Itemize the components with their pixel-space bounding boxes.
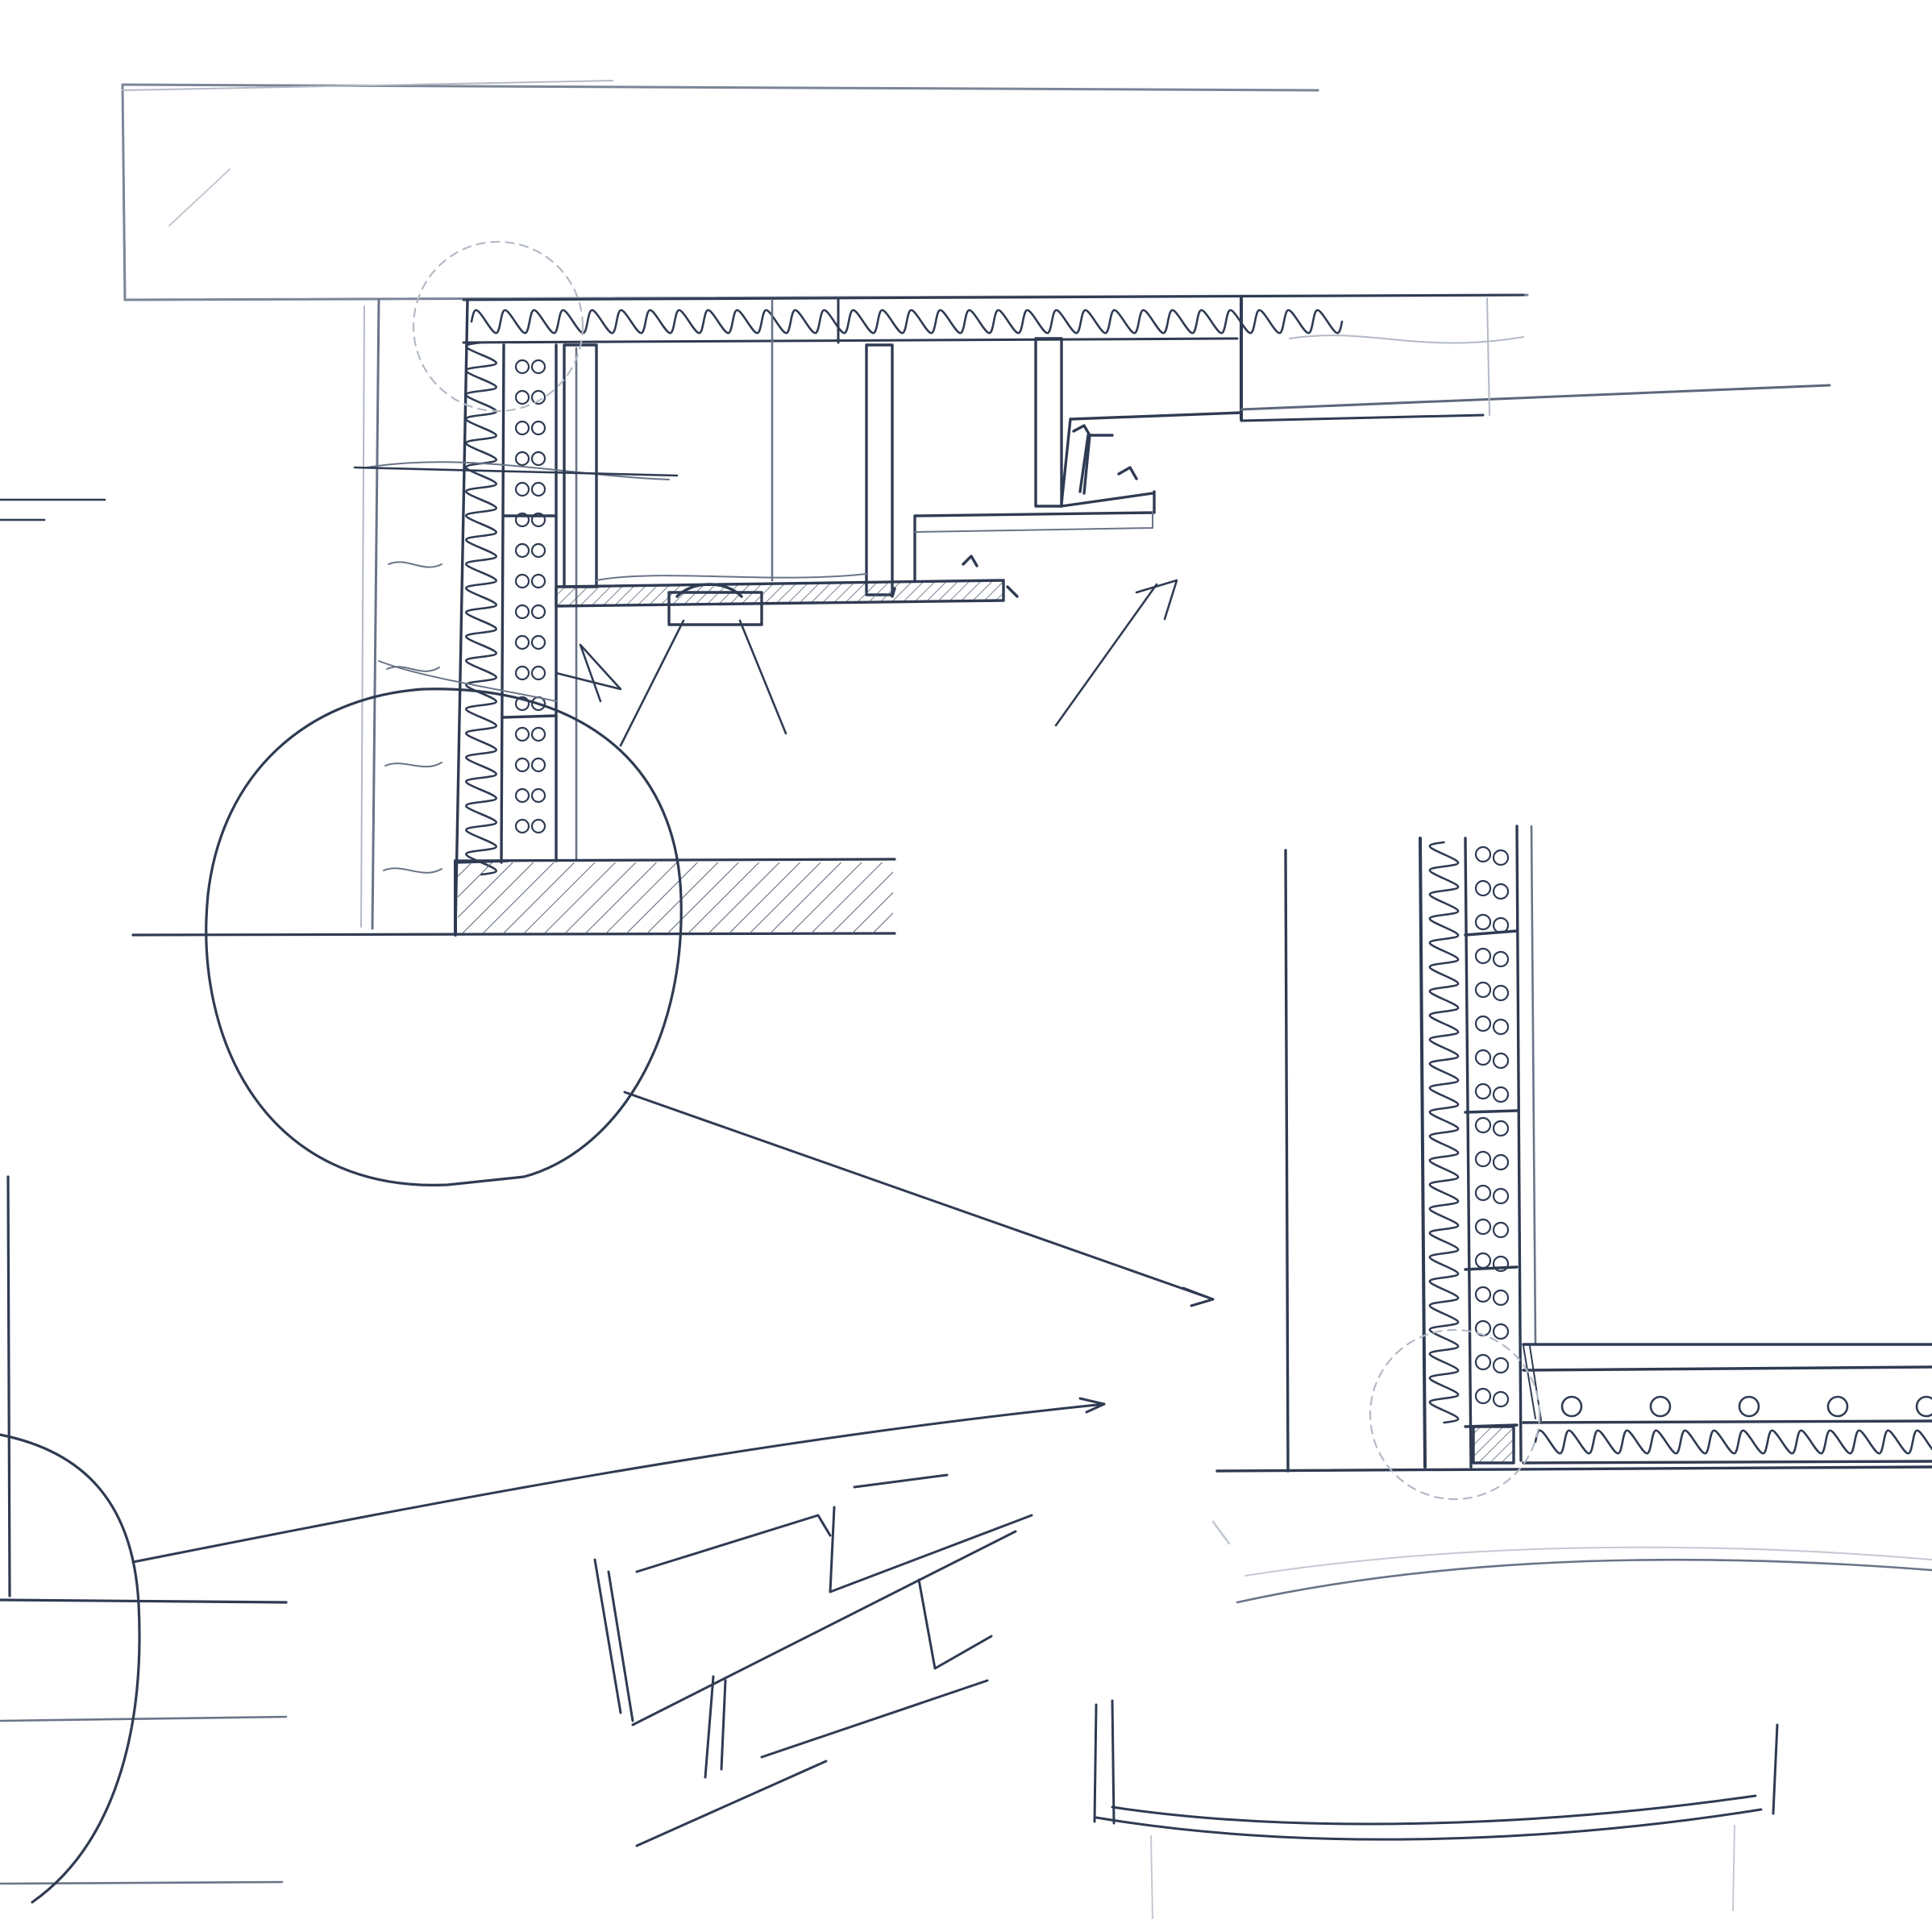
joists	[563, 298, 1063, 596]
aggregate-mark	[1492, 984, 1510, 1002]
aggregate-mark	[530, 359, 546, 375]
aggregate-mark	[530, 604, 546, 620]
aggregate-mark	[1474, 1353, 1492, 1371]
aggregate-mark	[1474, 913, 1492, 931]
aggregate-mark	[1474, 1387, 1492, 1405]
enlargement-circle	[205, 688, 683, 1186]
aggregate-mark	[1474, 947, 1492, 965]
aggregate-mark	[530, 573, 546, 589]
aggregate-mark	[514, 696, 530, 712]
tray-sketch	[1093, 1699, 1779, 1919]
aggregate-mark	[1492, 849, 1510, 866]
aggregate-mark	[1474, 1184, 1492, 1202]
aggregate-mark	[1492, 1187, 1510, 1205]
aggregate-mark	[530, 542, 546, 559]
aggregate-mark	[1492, 1357, 1510, 1374]
aggregate-mark	[514, 542, 530, 559]
aggregate-mark	[1474, 1049, 1492, 1066]
aggregate-mark	[1474, 981, 1492, 999]
aggregate-mark	[514, 665, 530, 681]
aggregate-mark	[1492, 916, 1510, 934]
aggregate-mark	[1492, 883, 1510, 900]
aggregate-mark	[1492, 1052, 1510, 1070]
roof-insulation-layer	[462, 293, 1831, 422]
wall-layers	[360, 298, 670, 930]
aggregate-mark	[1474, 1252, 1492, 1269]
bracket-sketch	[593, 1473, 1033, 1847]
aggregate-mark	[1492, 950, 1510, 968]
aggregate-mark	[1492, 1018, 1510, 1036]
aggregate-mark	[530, 726, 546, 742]
aggregate-mark	[530, 634, 546, 650]
aggregate-mark	[514, 481, 530, 497]
aggregate-mark	[1649, 1395, 1672, 1418]
wall-and-slab-section	[0, 80, 1831, 1186]
aggregate-mark	[1474, 1082, 1492, 1100]
aggregate-mark	[1492, 1255, 1510, 1273]
aggregate-mark	[514, 389, 530, 405]
aggregate-mark	[1492, 1323, 1510, 1340]
aggregate-mark	[530, 451, 546, 467]
aggregate-mark	[1474, 1015, 1492, 1032]
aggregate-mark	[1474, 1286, 1492, 1303]
aggregate-mark	[530, 665, 546, 681]
aggregate-mark	[514, 359, 530, 375]
lower-left-detail	[0, 1175, 288, 1904]
aggregate-mark	[1492, 1221, 1510, 1239]
aggregate-mark	[1492, 1390, 1510, 1408]
aggregate-mark	[1738, 1395, 1760, 1418]
stepped-soffit	[555, 411, 1243, 626]
aggregate-mark	[1474, 1116, 1492, 1134]
leaders	[0, 466, 1178, 747]
parapet-outline	[121, 80, 1529, 301]
aggregate-mark	[1492, 1120, 1510, 1137]
aggregate-mark	[1474, 1218, 1492, 1236]
junction-detail-circle	[1369, 1328, 1541, 1501]
aggregate-mark	[530, 389, 546, 405]
aggregate-mark	[530, 787, 546, 804]
aggregate-mark	[514, 420, 530, 436]
aggregate-mark	[514, 726, 530, 742]
aggregate-mark	[514, 757, 530, 773]
aggregate-mark	[1492, 1086, 1510, 1103]
aggregate-mark	[1915, 1395, 1932, 1418]
aggregate-mark	[514, 787, 530, 804]
aggregate-mark	[514, 604, 530, 620]
base-junction-enlargement	[1211, 825, 1932, 1604]
aggregate-mark	[514, 818, 530, 834]
aggregate-mark	[514, 634, 530, 650]
enlargement-arrows	[131, 1091, 1215, 1564]
aggregate-mark	[530, 420, 546, 436]
aggregate-mark	[530, 818, 546, 834]
aggregate-mark	[530, 512, 546, 528]
aggregate-mark	[514, 451, 530, 467]
aggregate-mark	[1826, 1395, 1849, 1418]
floor-slab	[131, 858, 896, 937]
aggregate-mark	[514, 573, 530, 589]
aggregate-mark	[514, 512, 530, 528]
aggregate-mark	[1560, 1395, 1583, 1418]
aggregate-mark	[1474, 879, 1492, 897]
aggregate-mark	[530, 757, 546, 773]
corner-detail-circle	[412, 240, 584, 413]
aggregate-mark	[530, 481, 546, 497]
aggregate-mark	[1474, 846, 1492, 863]
aggregate-mark	[1492, 1289, 1510, 1307]
aggregate-mark	[1474, 1150, 1492, 1168]
aggregate-mark	[1492, 1153, 1510, 1171]
